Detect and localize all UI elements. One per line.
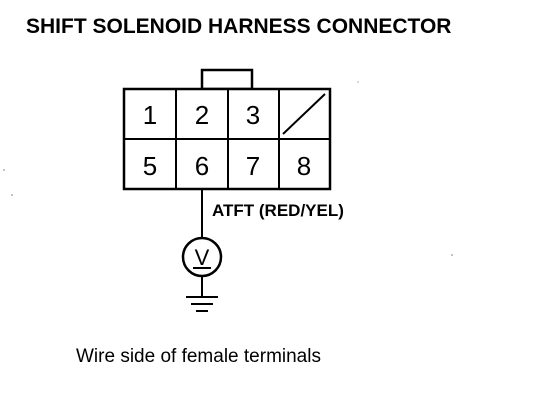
terminal-5: 5: [143, 151, 157, 181]
ground-icon: [186, 296, 218, 312]
connector-grid: [124, 89, 330, 189]
unused-terminal-4-slash: [282, 93, 326, 135]
terminal-2: 2: [195, 100, 209, 130]
scan-specks: [3, 81, 453, 256]
terminal-6: 6: [195, 151, 209, 181]
diagram-caption: Wire side of female terminals: [76, 346, 321, 367]
terminal-1: 1: [143, 100, 157, 130]
connector-lock-tab: [200, 68, 254, 91]
terminal-3: 3: [246, 100, 260, 130]
wire-label: ATFT (RED/YEL): [212, 201, 344, 220]
terminal-7: 7: [246, 151, 260, 181]
diagram-title: SHIFT SOLENOID HARNESS CONNECTOR: [26, 15, 451, 38]
voltmeter-icon: V: [181, 236, 223, 278]
terminal-8: 8: [297, 151, 311, 181]
voltmeter-symbol: V: [195, 245, 210, 270]
